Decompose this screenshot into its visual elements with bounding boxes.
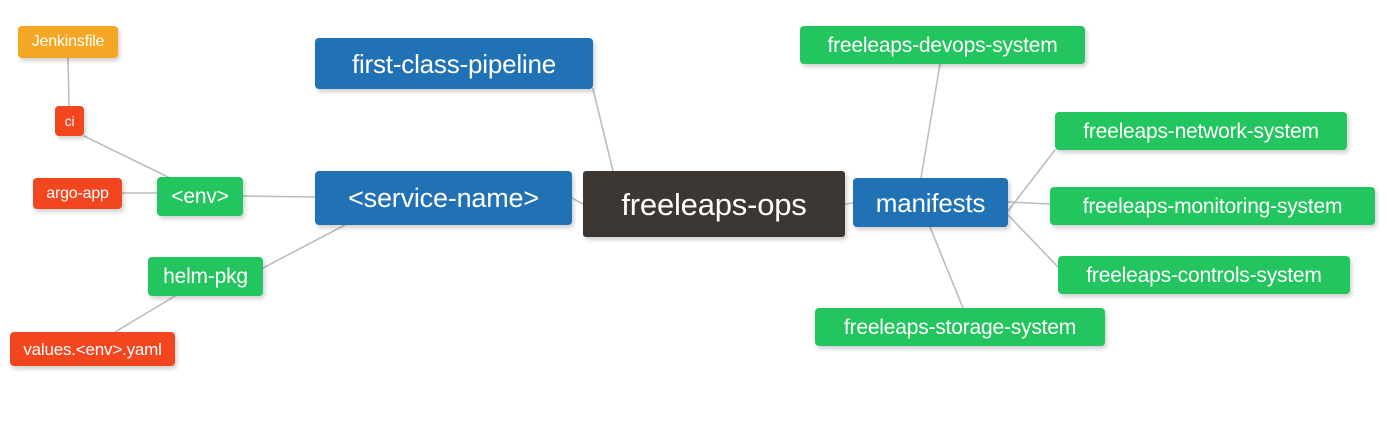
node-ci[interactable]: ci [55,106,84,136]
node-label: freeleaps-controls-system [1086,263,1322,287]
node-helm-pkg[interactable]: helm-pkg [148,257,263,296]
node-label: ci [64,113,75,129]
node-freeleaps-monitoring-system[interactable]: freeleaps-monitoring-system [1050,187,1375,225]
node-values-env-yaml[interactable]: values.<env>.yaml [10,332,175,366]
node-label: first-class-pipeline [351,48,557,79]
node-first-class-pipeline[interactable]: first-class-pipeline [315,38,593,89]
edge-helm-values [114,295,176,333]
node-label: freeleaps-storage-system [843,315,1077,339]
node-label: argo-app [46,184,109,202]
node-env[interactable]: <env> [157,177,243,216]
node-label: freeleaps-devops-system [827,33,1058,57]
node-freeleaps-controls-system[interactable]: freeleaps-controls-system [1058,256,1350,294]
edge-manifests-devops [920,63,941,179]
edge-ci-jenkinsfile [67,57,70,107]
edge-service-env [242,195,316,198]
node-label: values.<env>.yaml [23,339,162,359]
edge-manifests-storage [929,226,964,309]
node-jenkinsfile[interactable]: Jenkinsfile [18,26,118,58]
node-label: manifests [875,187,986,218]
node-label: Jenkinsfile [31,33,105,50]
node-freeleaps-devops-system[interactable]: freeleaps-devops-system [800,26,1085,64]
edge-manifests-network [1007,149,1056,212]
node-label: freeleaps-ops [621,186,807,222]
node-argo-app[interactable]: argo-app [33,178,122,209]
node-manifests[interactable]: manifests [853,178,1008,227]
node-label: helm-pkg [163,265,248,288]
node-label: freeleaps-monitoring-system [1082,194,1343,218]
edge-root-service [571,197,584,205]
node-label: <env> [171,185,229,208]
node-service-name[interactable]: <service-name> [315,171,572,225]
edge-service-helm [262,224,346,269]
node-label: freeleaps-network-system [1083,119,1319,143]
edge-manifests-monitor [1007,201,1051,205]
node-freeleaps-ops[interactable]: freeleaps-ops [583,171,845,237]
edge-root-manifests [844,202,854,205]
edge-env-ci [83,135,169,178]
node-label: <service-name> [348,182,539,213]
edge-root-pipeline [592,88,614,172]
node-freeleaps-network-system[interactable]: freeleaps-network-system [1055,112,1347,150]
node-freeleaps-storage-system[interactable]: freeleaps-storage-system [815,308,1105,346]
